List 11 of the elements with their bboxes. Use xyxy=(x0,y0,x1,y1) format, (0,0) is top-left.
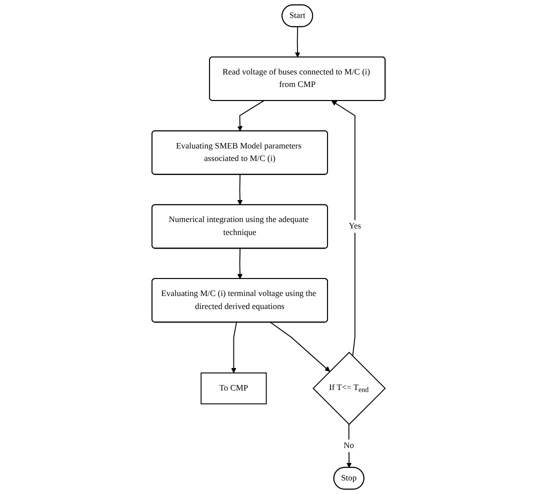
arrow xyxy=(237,174,243,206)
arrow xyxy=(237,100,264,132)
arrow xyxy=(237,248,243,280)
arrow xyxy=(270,322,330,372)
edge-label: Yes xyxy=(348,222,362,231)
arrow xyxy=(331,100,356,357)
edge-label: No xyxy=(344,441,354,450)
arrow xyxy=(230,322,237,374)
arrow xyxy=(294,26,300,58)
node-box: To CMP xyxy=(200,372,267,404)
node-diamond: If T<= T$_{end}$ xyxy=(312,352,386,426)
